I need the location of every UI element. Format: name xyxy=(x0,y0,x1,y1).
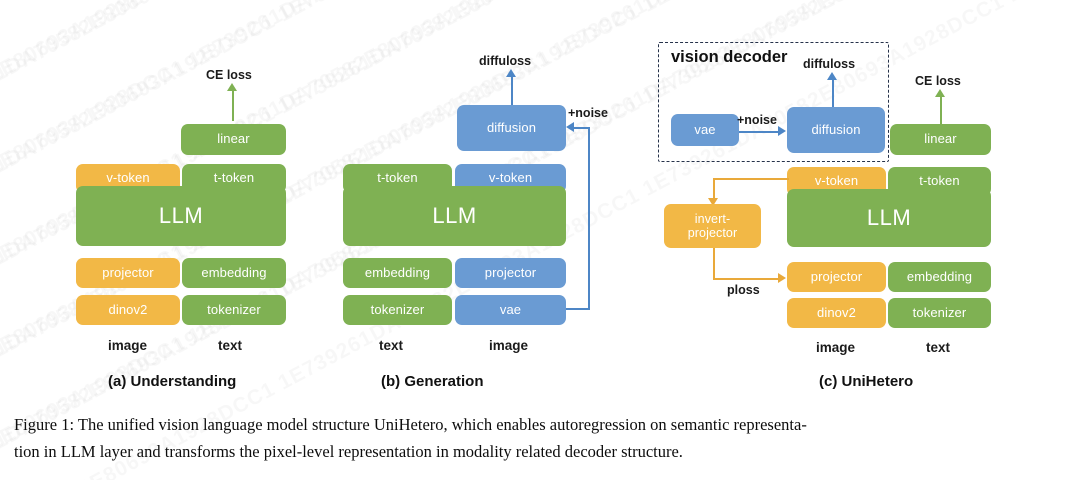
panel-b-noise-label: +noise xyxy=(568,106,608,120)
caption-line-1: Figure 1: The unified vision language mo… xyxy=(14,415,807,434)
panel-c-ploss-line-down xyxy=(713,248,716,280)
panel-a-box-projector[interactable]: projector xyxy=(76,258,180,288)
panel-b-box-diffusion[interactable]: diffusion xyxy=(457,105,566,151)
panel-b-box-tokenizer[interactable]: tokenizer xyxy=(343,295,452,325)
panel-b-diffuloss-label: diffuloss xyxy=(479,54,532,68)
panel-c-ce-loss-line xyxy=(940,94,943,124)
panel-c-box-diffusion[interactable]: diffusion xyxy=(787,107,885,153)
panel-b-box-embedding[interactable]: embedding xyxy=(343,258,452,288)
panel-c-title: (c) UniHetero xyxy=(819,373,914,390)
panel-c-box-dinov2[interactable]: dinov2 xyxy=(787,298,886,328)
panel-c-box-linear[interactable]: linear xyxy=(890,124,991,155)
panel-c-noise-line xyxy=(739,131,779,134)
panel-a-box-dinov2[interactable]: dinov2 xyxy=(76,295,180,325)
panel-a-box-tokenizer[interactable]: tokenizer xyxy=(182,295,286,325)
panel-c-box-invert-projector[interactable]: invert- projector xyxy=(664,204,761,248)
panel-c-input-text: text xyxy=(926,340,951,355)
panel-a-input-image: image xyxy=(108,338,148,353)
panel-c-ce-loss-label: CE loss xyxy=(915,74,961,88)
panel-c-invert-line-top xyxy=(713,178,789,181)
panel-b-box-vae[interactable]: vae xyxy=(455,295,566,325)
vision-decoder-container xyxy=(658,42,889,162)
panel-b-input-text: text xyxy=(379,338,404,353)
panel-b-noise-line-top xyxy=(574,127,590,130)
panel-c-box-llm[interactable]: LLM xyxy=(787,189,991,247)
panel-b-diffuloss-line xyxy=(511,74,514,106)
figure-caption: Figure 1: The unified vision language mo… xyxy=(14,412,1066,465)
panel-c-box-tokenizer[interactable]: tokenizer xyxy=(888,298,991,328)
panel-c-invert-projector-line2: projector xyxy=(687,226,738,240)
panel-c-noise-arrowhead xyxy=(778,126,786,136)
panel-c-invert-arrowhead xyxy=(708,198,718,206)
panel-b-noise-line-right xyxy=(588,127,591,310)
panel-c-box-projector[interactable]: projector xyxy=(787,262,886,292)
panel-a-ce-loss-arrowhead xyxy=(227,83,237,91)
panel-b-noise-line-bottom xyxy=(560,308,590,311)
panel-c-ce-loss-arrowhead xyxy=(935,89,945,97)
panel-c-invert-projector-line1: invert- xyxy=(694,211,731,226)
panel-c-ploss-line-right xyxy=(713,278,779,281)
panel-a-box-linear[interactable]: linear xyxy=(181,124,286,155)
figure-diagram: CE loss linear v-token t-token LLM proje… xyxy=(76,42,991,390)
panel-a-box-embedding[interactable]: embedding xyxy=(182,258,286,288)
panel-c-invert-line-down xyxy=(713,178,716,200)
panel-a-input-text: text xyxy=(218,338,243,353)
panel-b-noise-arrowhead xyxy=(566,122,574,132)
panel-c-box-vae[interactable]: vae xyxy=(671,114,739,146)
panel-b-box-projector[interactable]: projector xyxy=(455,258,566,288)
panel-a-ce-loss-label: CE loss xyxy=(206,68,252,82)
panel-a-ce-loss-line xyxy=(232,88,235,121)
panel-c-diffuloss-arrowhead xyxy=(827,72,837,80)
panel-c-diffuloss-line xyxy=(832,77,835,108)
panel-c-noise-label: +noise xyxy=(737,113,777,127)
panel-c-input-image: image xyxy=(816,340,856,355)
panel-b-title: (b) Generation xyxy=(381,373,484,390)
panel-b-diffuloss-arrowhead xyxy=(506,69,516,77)
caption-line-2: tion in LLM layer and transforms the pix… xyxy=(14,441,683,461)
panel-b-box-llm[interactable]: LLM xyxy=(343,186,566,246)
panel-c-box-embedding[interactable]: embedding xyxy=(888,262,991,292)
panel-c-diffuloss-label: diffuloss xyxy=(803,57,856,71)
vision-decoder-title: vision decoder xyxy=(671,48,788,66)
panel-c-ploss-arrowhead xyxy=(778,273,786,283)
panel-a-box-llm[interactable]: LLM xyxy=(76,186,286,246)
panel-c-ploss-label: ploss xyxy=(727,283,760,297)
panel-a-title: (a) Understanding xyxy=(108,373,237,390)
panel-b-input-image: image xyxy=(489,338,529,353)
